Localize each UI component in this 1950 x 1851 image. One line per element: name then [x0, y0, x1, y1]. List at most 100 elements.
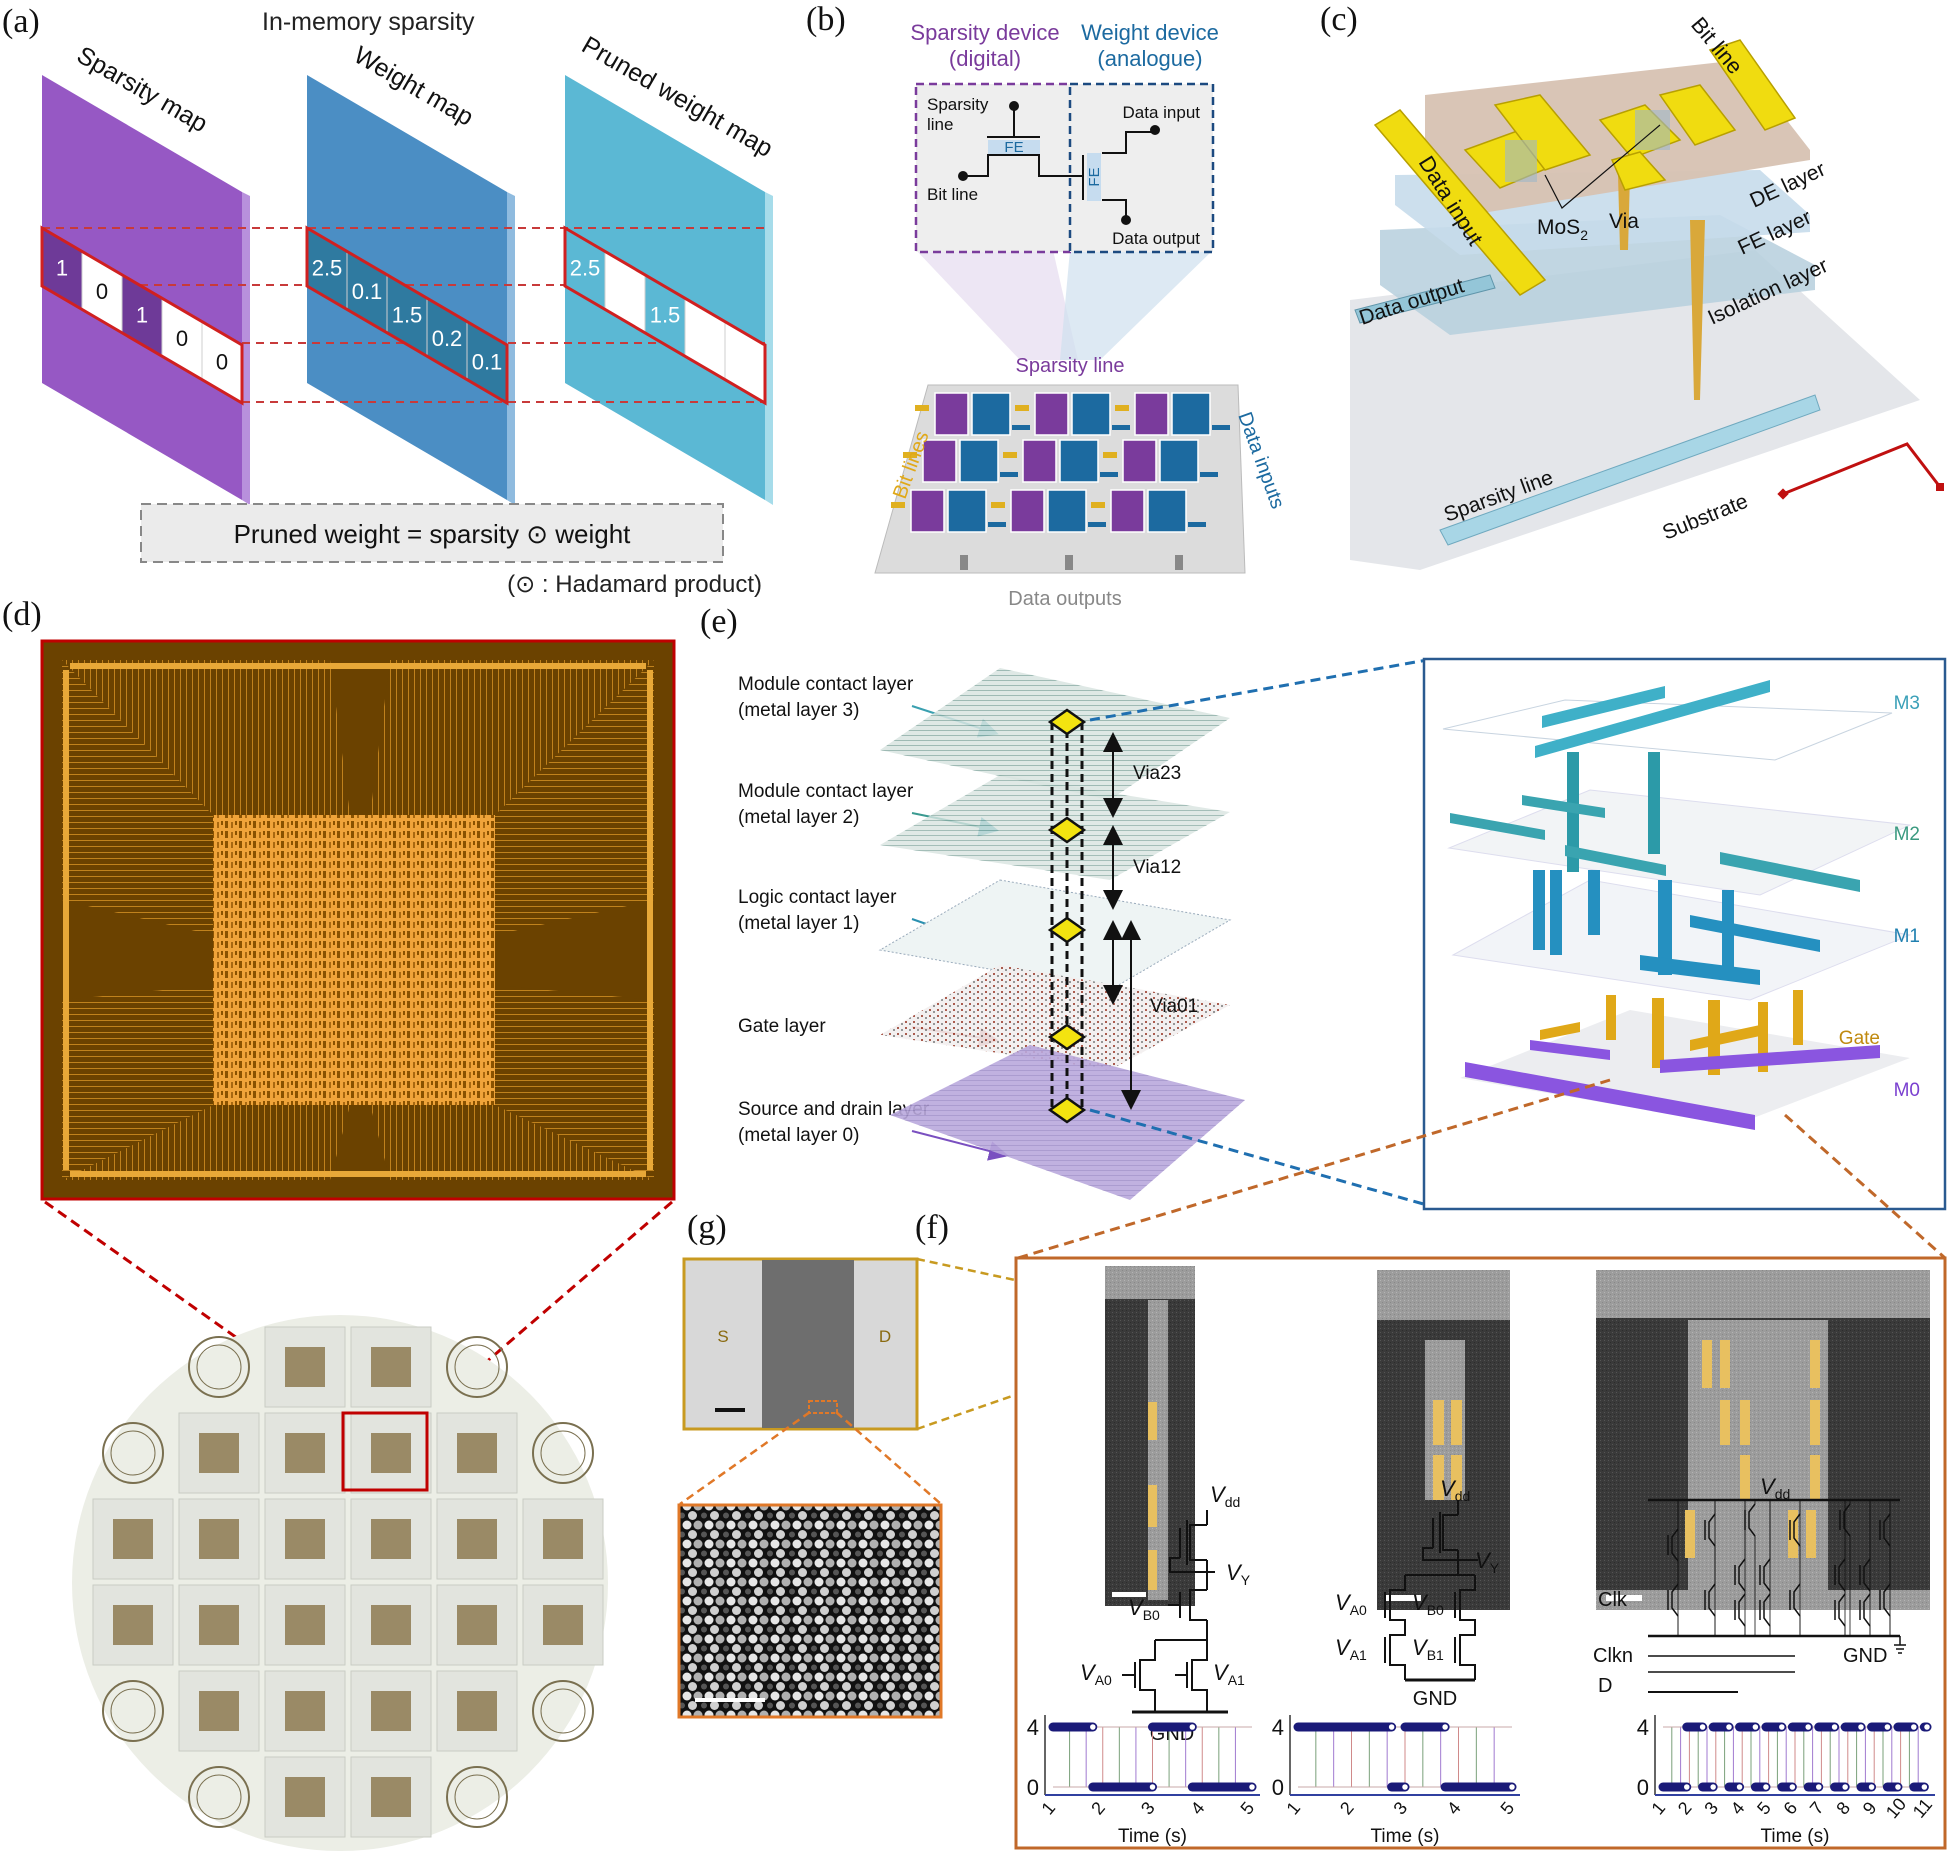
map-cell-value: 0	[96, 279, 108, 304]
bit-line-pad	[1015, 405, 1029, 411]
output-point	[1724, 1722, 1734, 1732]
panel-label-b: (b)	[806, 1, 846, 38]
equation-text: Pruned weight = sparsity ⊙ weight	[234, 519, 632, 549]
data-input-line	[1112, 425, 1130, 430]
layer-subname: (metal layer 3)	[738, 700, 859, 721]
university-seal-inner	[110, 1688, 156, 1734]
pad-row-top	[70, 663, 646, 669]
sparsity-line-bar	[1439, 394, 1821, 546]
output-point	[1777, 1722, 1787, 1732]
die-chip	[285, 1347, 325, 1387]
die-chip	[543, 1605, 583, 1645]
gate-structures	[1540, 990, 1803, 1075]
bit-line-pad	[1103, 452, 1117, 458]
y-tick-label: 0	[1027, 1775, 1039, 1800]
bit-line-pad	[991, 502, 1005, 508]
weight-device	[971, 392, 1011, 436]
m3-bar	[1535, 680, 1770, 758]
layer-labels: Module contact layer(metal layer 3)Modul…	[738, 674, 1009, 1161]
gate-highlight	[1451, 1400, 1462, 1445]
ground-symbol	[1894, 1636, 1906, 1654]
pointer-marker-2	[1936, 483, 1944, 491]
weight-device	[959, 439, 999, 483]
map-cell-value: 2.5	[312, 256, 343, 281]
via-label: Via	[1609, 210, 1639, 233]
sparsity-device	[1134, 392, 1169, 436]
sem-gate-3-bottom	[1596, 1590, 1930, 1610]
mos2-pointer	[1544, 124, 1661, 209]
panel-b: (b) Sparsity device (digital) Weight dev…	[806, 1, 1289, 610]
c3-d-label: D	[1598, 1675, 1612, 1697]
pointer-marker-1	[1777, 488, 1789, 500]
bit-line-pad	[1115, 405, 1129, 411]
layer-m3	[880, 668, 1230, 800]
panel-label-g: (g)	[687, 1209, 727, 1246]
die-chip	[543, 1519, 583, 1559]
panel-c: (c) Bit lin	[1320, 1, 1944, 570]
data-input-line	[1012, 425, 1030, 430]
gate-highlight	[1148, 1550, 1157, 1590]
dff-transistor-channel	[1883, 1583, 1891, 1617]
output-point	[1830, 1722, 1839, 1732]
via-2	[1690, 220, 1705, 400]
panel-e: (e) Module contact layer(metal layer 3)M…	[700, 603, 1947, 1260]
y-tick-label: 0	[1272, 1775, 1284, 1800]
c1-vy-label: VY	[1226, 1560, 1251, 1588]
die-chip	[113, 1519, 153, 1559]
university-seal-inner	[540, 1688, 586, 1734]
output-point	[1148, 1782, 1157, 1792]
die-chip	[457, 1519, 497, 1559]
sparsity-device	[1010, 489, 1045, 533]
university-seal-inner	[454, 1774, 500, 1820]
die-chip	[371, 1605, 411, 1645]
m1-structures	[1533, 870, 1820, 985]
sem-gate-3-top	[1596, 1270, 1930, 1318]
source-label: S	[717, 1327, 728, 1346]
output-point	[1682, 1782, 1692, 1792]
sparsity-device	[1110, 489, 1145, 533]
via-contact	[1047, 708, 1087, 736]
y-tick-label: 4	[1272, 1715, 1284, 1740]
c2-gnd-label: GND	[1413, 1688, 1457, 1710]
via01-label: Via01	[1150, 996, 1198, 1017]
output-point	[1507, 1782, 1517, 1792]
chip-wedge	[62, 900, 213, 1000]
y-tick-label: 4	[1637, 1715, 1649, 1740]
map-cell-value: 1	[136, 303, 148, 328]
mos2-label: MoS2	[1537, 216, 1588, 243]
stack-m1-label: M1	[1894, 926, 1920, 947]
bit-line-label: Bit line	[927, 185, 978, 204]
wafer-die	[264, 1670, 346, 1752]
map-cell-value: 2.5	[570, 256, 601, 281]
equation-box	[140, 503, 724, 563]
layer-name: Source and drain layer	[738, 1099, 930, 1120]
dff-transistor-channel	[1708, 1583, 1716, 1617]
bit-line-pad	[1003, 452, 1017, 458]
sparsity-device-title: Sparsity device	[910, 20, 1059, 45]
die-chip	[199, 1433, 239, 1473]
data-input-line	[1188, 522, 1206, 527]
dff-transistor-channel	[1843, 1503, 1851, 1537]
output-point	[1893, 1782, 1903, 1792]
sparsity-device	[1034, 392, 1069, 436]
sparsity-device	[922, 439, 957, 483]
sparsity-cone	[916, 250, 1078, 360]
bit-line-pad	[891, 502, 905, 508]
die-chip	[457, 1433, 497, 1473]
zoom-line-g-left	[679, 1410, 811, 1506]
weight-device	[1147, 489, 1187, 533]
zoom-line-top	[1089, 658, 1428, 722]
panel-f: (f)	[915, 1209, 1947, 1850]
die-chip	[371, 1777, 411, 1817]
output-point	[1867, 1782, 1876, 1792]
map-cell-value: 0.1	[352, 279, 383, 304]
sparsity-line-label: Sparsity	[927, 95, 989, 114]
pad-column-left	[63, 670, 69, 1170]
university-seal	[102, 1680, 164, 1742]
die-chip	[371, 1347, 411, 1387]
chip-wedge	[330, 660, 390, 815]
m2-bar	[1522, 795, 1605, 818]
c3-clk-label: Clk	[1598, 1589, 1628, 1611]
